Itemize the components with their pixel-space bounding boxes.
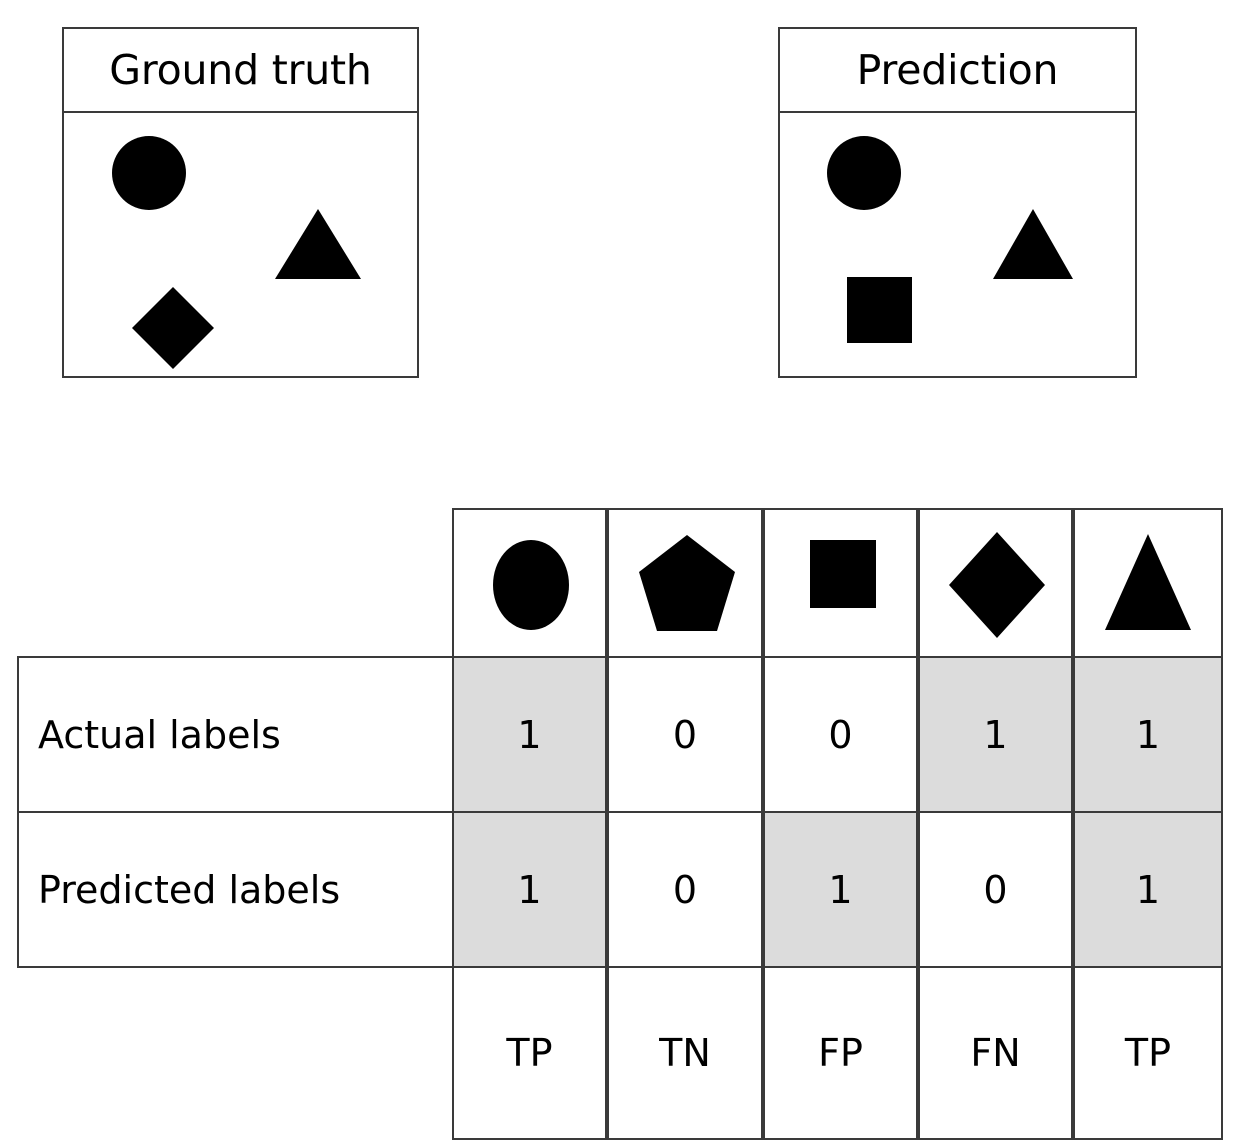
square-icon: [765, 510, 916, 656]
metric-value: FN: [970, 1031, 1021, 1075]
table-cell-metric: TP: [1073, 966, 1223, 1140]
row-header-predicted-labels: Predicted labels: [17, 811, 454, 968]
cell-value: 1: [1135, 867, 1161, 912]
cell-value: 1: [1135, 712, 1161, 757]
metric-value: TN: [659, 1031, 711, 1075]
cell-value: 1: [983, 712, 1008, 757]
table-cell-metric: FP: [763, 966, 918, 1140]
table-cell: 1: [1073, 811, 1223, 968]
table-cell: 0: [918, 811, 1073, 968]
cell-value: 1: [828, 867, 853, 912]
triangle-icon: [275, 209, 361, 279]
cell-value: 1: [517, 867, 542, 912]
row-header-actual-labels: Actual labels: [17, 656, 454, 813]
prediction-panel-title: Prediction: [780, 29, 1135, 113]
triangle-icon: [1075, 510, 1221, 656]
ground-truth-panel-title: Ground truth: [64, 29, 417, 113]
table-cell: 0: [607, 656, 763, 813]
prediction-panel: Prediction: [778, 27, 1137, 378]
cell-value: 0: [672, 712, 698, 757]
row-label-text: Predicted labels: [38, 867, 341, 912]
ground-truth-panel-body: [64, 113, 417, 376]
square-icon: [847, 277, 912, 343]
circle-icon: [454, 510, 605, 656]
cell-value: 0: [828, 712, 853, 757]
table-header-cell: [607, 508, 763, 658]
table-header-cell: [1073, 508, 1223, 658]
diamond-icon: [131, 286, 215, 370]
confusion-table: Actual labels 1 0 0 1 1 Predicted labels…: [17, 508, 1223, 1140]
metric-value: TP: [506, 1031, 553, 1075]
table-cell: 0: [763, 656, 918, 813]
table-cell: 1: [452, 656, 607, 813]
ground-truth-panel: Ground truth: [62, 27, 419, 378]
cell-value: 1: [517, 712, 542, 757]
cell-value: 0: [983, 867, 1008, 912]
row-label-text: Actual labels: [38, 712, 281, 757]
circle-icon: [827, 136, 901, 210]
table-cell: 1: [1073, 656, 1223, 813]
circle-icon: [112, 136, 186, 210]
diamond-icon: [920, 510, 1071, 656]
cell-value: 0: [672, 867, 698, 912]
table-cell-metric: TN: [607, 966, 763, 1140]
triangle-icon: [993, 209, 1073, 279]
metric-value: TP: [1124, 1031, 1172, 1075]
table-cell: 1: [452, 811, 607, 968]
table-cell: 1: [918, 656, 1073, 813]
table-cell: 0: [607, 811, 763, 968]
table-header-cell: [763, 508, 918, 658]
table-header-cell: [918, 508, 1073, 658]
pentagon-icon: [609, 510, 761, 656]
table-cell: 1: [763, 811, 918, 968]
table-cell-metric: FN: [918, 966, 1073, 1140]
table-cell-metric: TP: [452, 966, 607, 1140]
metric-value: FP: [818, 1031, 863, 1075]
prediction-panel-body: [780, 113, 1135, 376]
table-header-cell: [452, 508, 607, 658]
